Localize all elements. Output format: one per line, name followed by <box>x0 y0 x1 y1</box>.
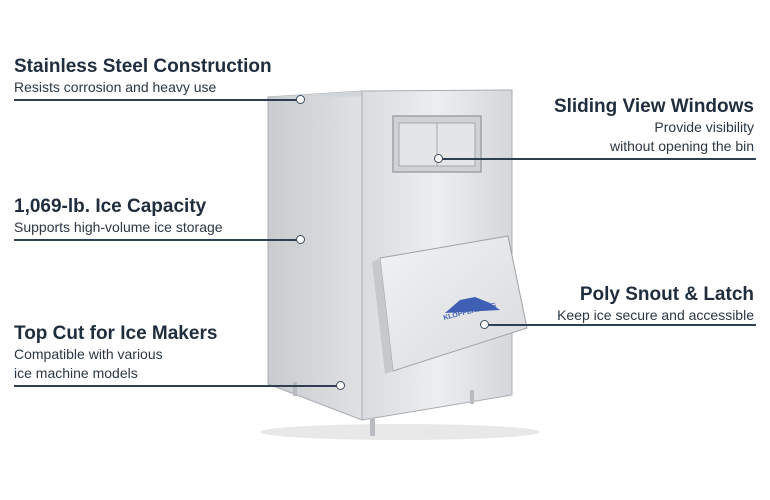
callout-description-line-2: without opening the bin <box>610 138 754 154</box>
callout-description: Resists corrosion and heavy use <box>14 79 217 95</box>
callout-title: Top Cut for Ice Makers <box>14 323 218 344</box>
callout-title: 1,069-lb. Ice Capacity <box>14 196 207 217</box>
callout-description: Keep ice secure and accessible <box>557 307 754 323</box>
callout-title: Stainless Steel Construction <box>14 56 272 77</box>
callout-stainless-steel: Stainless Steel Construction Resists cor… <box>14 56 272 97</box>
callout-description-line-2: ice machine models <box>14 365 138 381</box>
callout-dot-windows <box>434 154 443 163</box>
callout-dot-stainless <box>296 95 305 104</box>
callout-description-line-1: Provide visibility <box>654 119 754 135</box>
callout-ice-capacity: 1,069-lb. Ice Capacity Supports high-vol… <box>14 196 223 237</box>
callout-description-line-1: Compatible with various <box>14 346 163 362</box>
callout-dot-capacity <box>296 235 305 244</box>
callout-description: Supports high-volume ice storage <box>14 219 223 235</box>
callout-top-cut: Top Cut for Ice Makers Compatible with v… <box>14 323 217 383</box>
callout-line-capacity <box>14 239 300 241</box>
callout-line-windows <box>440 158 756 160</box>
callout-title: Sliding View Windows <box>553 96 754 117</box>
callout-line-top-cut <box>14 385 340 387</box>
callout-title: Poly Snout & Latch <box>579 284 754 305</box>
callout-dot-snout <box>480 320 489 329</box>
callout-sliding-windows: Sliding View Windows Provide visibility … <box>554 96 754 156</box>
callout-line-snout <box>486 324 756 326</box>
callout-dot-top-cut <box>336 381 345 390</box>
callout-line-stainless <box>14 99 300 101</box>
callout-poly-snout: Poly Snout & Latch Keep ice secure and a… <box>557 284 754 325</box>
